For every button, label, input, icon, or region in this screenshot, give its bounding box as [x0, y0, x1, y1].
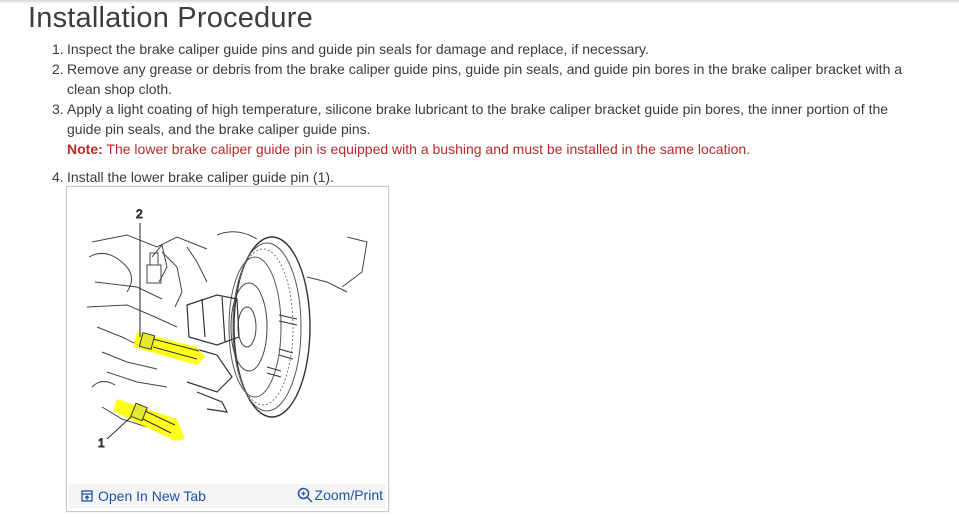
- step-list: 1. Inspect the brake caliper guide pins …: [46, 39, 926, 187]
- open-in-new-tab-icon: [81, 490, 93, 502]
- brake-rotor: [228, 236, 311, 418]
- caliper-bracket: [186, 294, 240, 413]
- page-title: Installation Procedure: [28, 2, 313, 34]
- callout-leader-1: [106, 416, 132, 440]
- note-text: The lower brake caliper guide pin is equ…: [106, 141, 751, 157]
- zoom-print-link[interactable]: Zoom/Print: [297, 487, 383, 503]
- open-in-new-tab-label: Open In New Tab: [98, 488, 206, 504]
- step-item: 1. Inspect the brake caliper guide pins …: [46, 39, 926, 59]
- figure-box: 2 1 Open In New Tab Zoom/Print: [66, 186, 389, 512]
- note-label: Note:: [67, 141, 103, 157]
- brake-caliper-illustration[interactable]: 2 1: [67, 187, 388, 483]
- zoom-icon: [297, 487, 313, 503]
- wheel-studs: [266, 314, 298, 378]
- step-spacer: [46, 159, 926, 167]
- lower-guide-pin: [113, 399, 185, 441]
- step-number: 3.: [52, 101, 64, 117]
- note: Note: The lower brake caliper guide pin …: [67, 139, 926, 159]
- figure-footer: Open In New Tab Zoom/Print: [69, 484, 386, 508]
- step-number: 4.: [52, 169, 64, 185]
- step-item: 2. Remove any grease or debris from the …: [46, 59, 926, 99]
- top-shadow: [0, 0, 959, 4]
- step-text: Install the lower brake caliper guide pi…: [67, 169, 334, 185]
- step-text: Inspect the brake caliper guide pins and…: [67, 41, 649, 57]
- callout-label-1: 1: [98, 436, 105, 450]
- step-item: 4. Install the lower brake caliper guide…: [46, 167, 926, 187]
- step-number: 1.: [52, 41, 64, 57]
- zoom-print-label: Zoom/Print: [314, 487, 383, 503]
- step-text: Remove any grease or debris from the bra…: [67, 61, 903, 97]
- step-item: 3. Apply a light coating of high tempera…: [46, 99, 926, 159]
- callout-label-2: 2: [136, 207, 143, 221]
- suspension-linework: [86, 231, 368, 428]
- step-text: Apply a light coating of high temperatur…: [67, 101, 889, 137]
- step-number: 2.: [52, 61, 64, 77]
- upper-guide-pin: [133, 332, 205, 365]
- open-in-new-tab-link[interactable]: Open In New Tab: [81, 488, 206, 504]
